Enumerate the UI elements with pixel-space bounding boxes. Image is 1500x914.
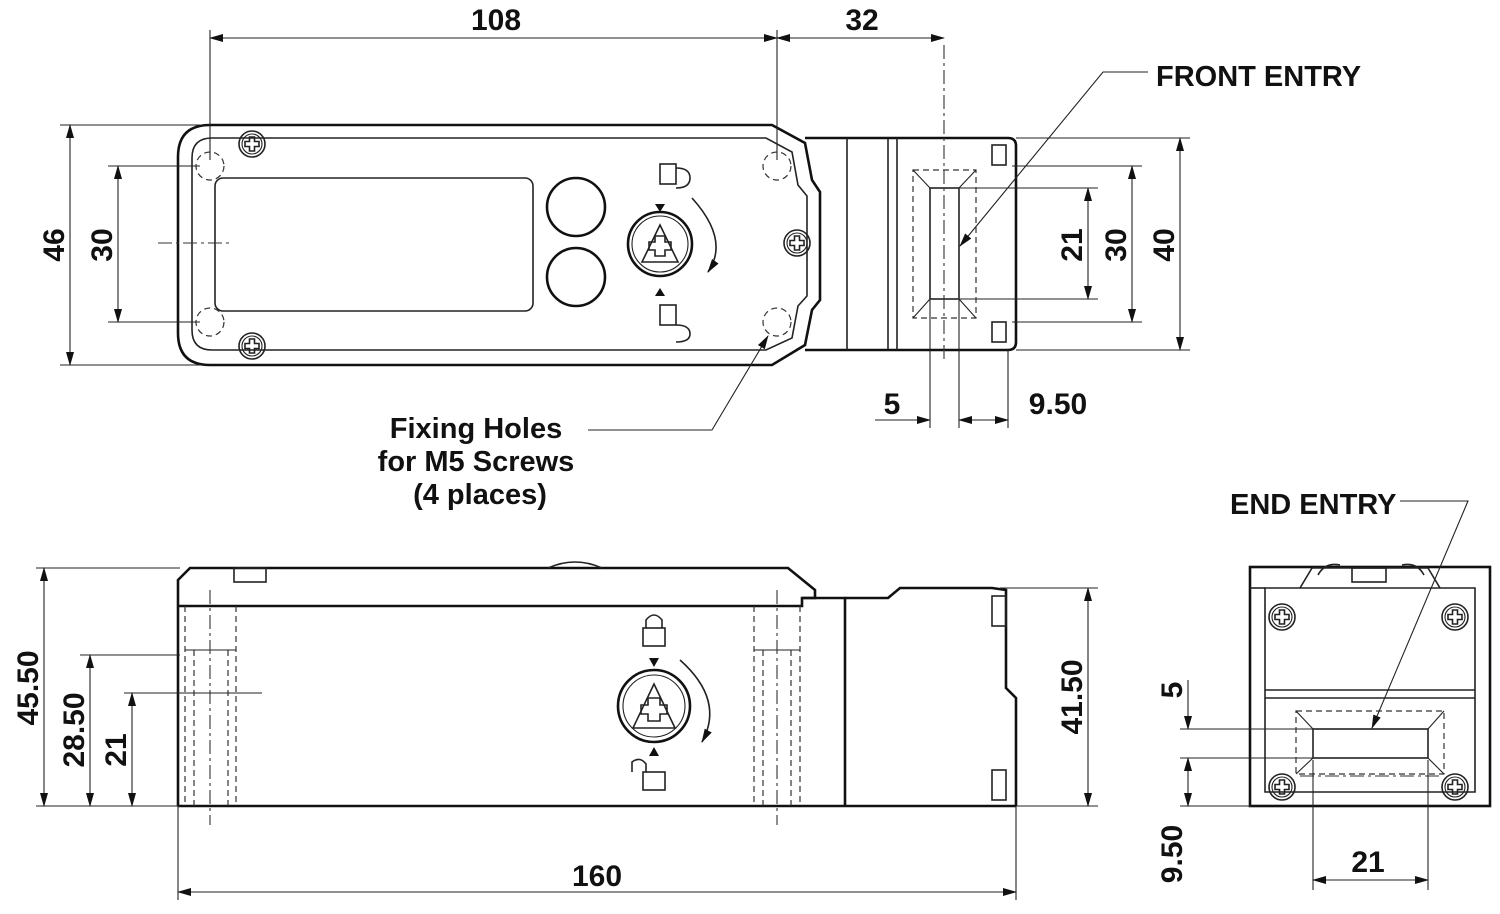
dim-9-50-top: 9.50 — [1029, 388, 1087, 421]
top-dimensions — [60, 30, 1190, 431]
dim-30-right: 30 — [1100, 228, 1133, 261]
indicator-lamp-bottom — [545, 246, 607, 308]
fixing-hole — [762, 307, 792, 337]
dim-41-50: 41.50 — [1056, 659, 1089, 734]
end-body-outline — [1248, 565, 1492, 808]
rotary-lock-icon — [626, 197, 719, 296]
top-head-outline — [805, 136, 1018, 352]
side-rotary-lock-icon — [616, 658, 712, 756]
screw-icon — [1441, 603, 1469, 631]
dim-5-end: 5 — [1156, 682, 1189, 699]
top-view — [158, 45, 1018, 367]
dim-108: 108 — [471, 4, 521, 37]
screw-icon — [238, 332, 266, 360]
screw-icon — [238, 130, 266, 158]
screw-icon — [783, 229, 811, 257]
display-window — [214, 177, 534, 312]
indicator-lamp-top — [545, 176, 607, 238]
dim-46: 46 — [38, 228, 71, 261]
fixing-holes-label-1: Fixing Holes — [390, 413, 562, 445]
side-view — [176, 561, 1018, 825]
end-view — [1248, 563, 1492, 808]
dim-32: 32 — [845, 4, 878, 37]
dim-45-50: 45.50 — [12, 650, 45, 725]
dim-21-side: 21 — [100, 733, 133, 766]
dim-21-end: 21 — [1351, 846, 1384, 879]
end-entry-slot — [1295, 710, 1445, 775]
dim-160: 160 — [572, 860, 622, 893]
side-body-outline — [176, 566, 817, 806]
screw-icon — [1268, 773, 1296, 801]
dim-9-50-end: 9.50 — [1156, 825, 1189, 883]
screw-icon — [1441, 773, 1469, 801]
top-body-outline — [176, 123, 822, 367]
fixing-holes-label-3: (4 places) — [413, 479, 547, 511]
top-body-inner — [191, 137, 808, 351]
screw-icon — [1268, 603, 1296, 631]
dim-28-50: 28.50 — [58, 692, 91, 767]
end-entry-label: END ENTRY — [1230, 489, 1397, 521]
dim-30-left: 30 — [86, 228, 119, 261]
dim-40: 40 — [1148, 228, 1181, 261]
fixing-holes-label-2: for M5 Screws — [378, 446, 575, 478]
padlock-closed-icon — [659, 163, 691, 189]
dim-5-top: 5 — [884, 388, 901, 421]
side-dimensions — [36, 567, 1098, 900]
dim-21-top: 21 — [1056, 228, 1089, 261]
side-padlock-closed-icon — [642, 614, 666, 647]
fixing-hole — [195, 307, 225, 337]
end-dimensions — [1180, 500, 1469, 890]
padlock-open-icon — [659, 304, 691, 343]
front-entry-label: FRONT ENTRY — [1156, 61, 1361, 93]
side-padlock-open-icon — [631, 758, 666, 791]
